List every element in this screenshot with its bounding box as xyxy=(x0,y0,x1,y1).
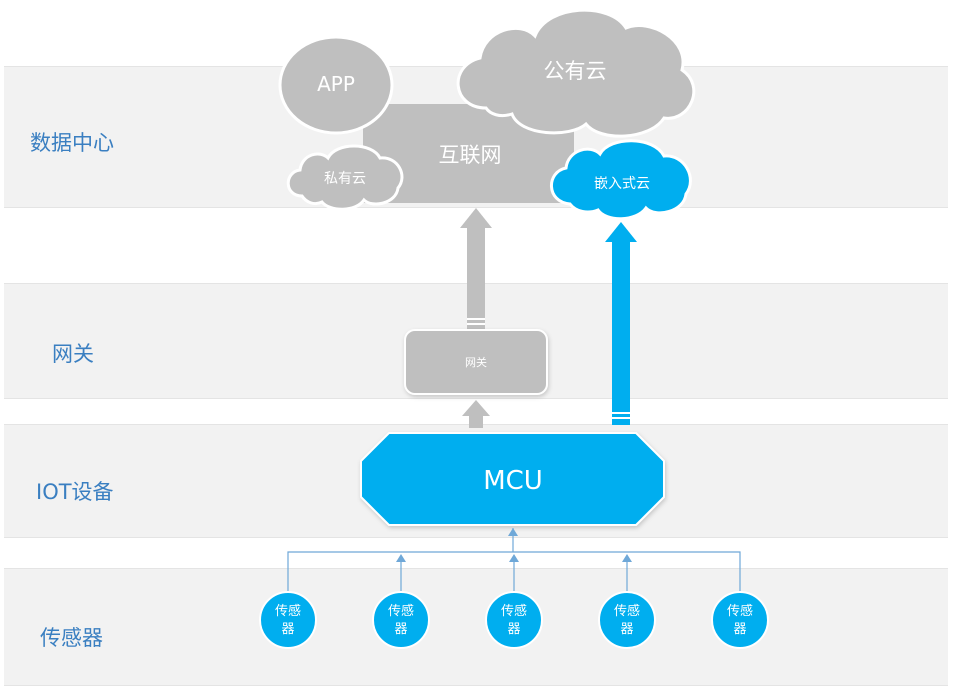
arrow-mcu-to-gateway xyxy=(462,400,490,428)
sensor-bus xyxy=(287,528,741,594)
mcu-node: MCU xyxy=(360,432,665,526)
private-cloud-label: 私有云 xyxy=(324,171,366,187)
layer-label-datacenter: 数据中心 xyxy=(30,131,114,155)
arrow-gateway-to-internet xyxy=(460,208,492,330)
layer-label-iot: IOT设备 xyxy=(36,480,114,504)
sensor-label: 器 xyxy=(507,622,520,637)
public-cloud-label: 公有云 xyxy=(544,59,607,83)
sensor-label: 传感 xyxy=(727,603,753,619)
app-node: APP xyxy=(278,35,394,135)
private-cloud-node: 私有云 xyxy=(286,144,404,211)
embedded-cloud-label: 嵌入式云 xyxy=(594,176,650,192)
sensor-label: 器 xyxy=(394,622,407,637)
embedded-cloud-node: 嵌入式云 xyxy=(550,139,692,221)
gateway-node: 网关 xyxy=(404,329,548,395)
layer-label-sensor: 传感器 xyxy=(40,626,103,650)
sensor-node: 传感 器 xyxy=(259,591,317,649)
sensor-label: 传感 xyxy=(614,603,640,619)
sensor-label: 传感 xyxy=(275,603,301,619)
public-cloud-node: 公有云 xyxy=(456,8,696,138)
app-label: APP xyxy=(317,72,355,96)
mcu-label: MCU xyxy=(483,466,543,496)
arrow-mcu-to-embedded-cloud xyxy=(605,222,637,425)
sensor-node: 传感 器 xyxy=(485,591,543,649)
sensor-node: 传感 器 xyxy=(598,591,656,649)
sensor-label: 传感 xyxy=(388,603,414,619)
sensor-node: 传感 器 xyxy=(711,591,769,649)
sensor-label: 器 xyxy=(620,622,633,637)
layer-label-gateway: 网关 xyxy=(52,342,94,366)
sensor-label: 传感 xyxy=(501,603,527,619)
internet-label: 互联网 xyxy=(439,143,502,167)
sensor-label: 器 xyxy=(281,622,294,637)
gateway-node-label: 网关 xyxy=(465,355,487,369)
sensor-label: 器 xyxy=(733,622,746,637)
sensor-node: 传感 器 xyxy=(372,591,430,649)
sensor-bus-arrowheads xyxy=(396,528,632,562)
layer-band-sensor xyxy=(4,568,948,686)
